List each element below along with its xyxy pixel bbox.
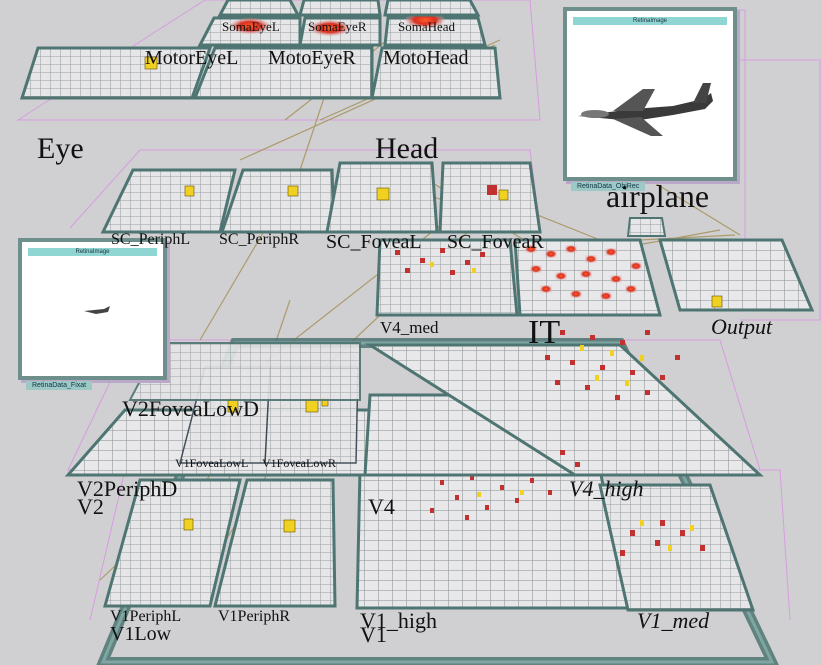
label-sc-fovea-l: SC_FoveaL — [326, 231, 422, 253]
label-v1-fovea-low-r: V1FoveaLowR — [262, 456, 336, 470]
label-v1-low: V1Low — [110, 623, 172, 645]
layer-moto-eye-l[interactable] — [19, 46, 213, 100]
label-v4-high: V4_high — [569, 476, 644, 501]
label-it: IT — [528, 314, 561, 351]
layer-v1-med[interactable] — [598, 483, 756, 612]
label-v4: V4 — [368, 494, 395, 519]
retina-fixation-footer: RetinaData_Fixat — [26, 381, 93, 390]
layer-sc-periph-l[interactable] — [100, 168, 237, 234]
label-somato-head: SomaHead — [398, 19, 456, 34]
label-v4-med: V4_med — [380, 318, 439, 337]
layer-it[interactable] — [513, 238, 662, 317]
fixation-target-image — [84, 306, 110, 314]
label-v1-high: V1_high — [360, 608, 437, 633]
layer-v4[interactable] — [363, 330, 764, 477]
layer-sc-periph-r[interactable] — [219, 168, 336, 234]
layer-soma-top[interactable] — [197, 0, 487, 47]
retina-objrec-title: RetinaImage — [573, 17, 727, 25]
label-v2: V2 — [77, 494, 104, 519]
label-v1-periph-l: V1PeriphL — [110, 608, 182, 625]
label-moto-eye-l: MotorEyeL — [145, 47, 239, 69]
label-v1-med: V1_med — [637, 608, 710, 633]
label-sc-periph-l: SC_PeriphL — [111, 231, 191, 248]
label-airplane: airplane — [606, 178, 710, 214]
layer-moto-head[interactable] — [370, 46, 502, 100]
label-sc-periph-r: SC_PeriphR — [219, 231, 300, 248]
layer-sc-fovea-r[interactable] — [438, 161, 542, 234]
layer-output[interactable] — [626, 217, 815, 312]
label-v2-periph-d: V2PeriphD — [77, 476, 178, 501]
layer-v1-periph-l[interactable] — [103, 478, 242, 608]
layer-v2-fovea-low-d[interactable] — [128, 342, 361, 401]
label-sc-fovea-r: SC_FoveaR — [447, 231, 544, 253]
label-moto-eye-r: MotoEyeR — [268, 47, 356, 69]
label-output: Output — [711, 314, 773, 339]
layer-v4-med[interactable] — [375, 238, 519, 317]
label-v2-fovea-low-d: V2FoveaLowD — [122, 396, 259, 421]
layer-sc-fovea-l[interactable] — [325, 161, 439, 234]
layer-v1-periph-r[interactable] — [213, 478, 337, 608]
retina-fixation-title: RetinaImage — [28, 248, 157, 256]
label-v1: V1 — [360, 622, 387, 647]
label-v1-periph-r: V1PeriphR — [218, 608, 290, 625]
label-v1-fovea-low-l: V1FoveaLowL — [175, 456, 249, 470]
label-head: Head — [375, 132, 439, 165]
it-activity — [525, 245, 642, 300]
retina-objrec-footer: RetinaData_ObjRec — [571, 182, 646, 191]
retina-objrec-window[interactable]: RetinaImage RetinaData_ObjRec — [563, 7, 737, 191]
label-somato-eye-l: SomaEyeL — [222, 19, 280, 34]
label-somato-eye-r: SomaEyeR — [308, 19, 367, 34]
airplane-image — [578, 83, 713, 136]
retina-fixation-window[interactable]: RetinaImage RetinaData_Fixat — [18, 238, 167, 390]
label-eye: Eye — [37, 132, 84, 165]
label-moto-head: MotoHead — [383, 47, 469, 69]
